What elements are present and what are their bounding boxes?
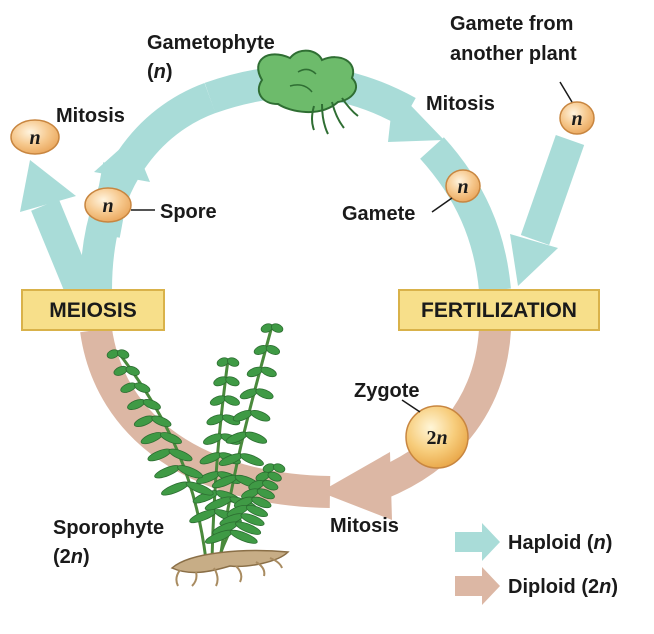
- svg-text:n: n: [457, 176, 468, 198]
- mitosis-top-left-label: Mitosis: [56, 105, 125, 127]
- sporophyte-ploidy-label: (2n): [53, 546, 90, 568]
- fern-leaflet: [256, 488, 275, 500]
- fern-leaflet: [262, 480, 279, 491]
- fern-leaflet: [267, 471, 282, 482]
- mitosis-haploid-cell: n: [10, 119, 60, 155]
- meiosis-label: MEIOSIS: [49, 299, 137, 322]
- fern-leaflet: [251, 496, 272, 509]
- other-plant-gamete-cell: n: [559, 101, 595, 135]
- sporophyte-illustration: [106, 323, 290, 587]
- legend: Haploid (n) Diploid (2n): [455, 523, 618, 605]
- fern-leaflet: [246, 366, 263, 378]
- fern-leaflet: [260, 366, 277, 378]
- gametophyte-label: Gametophyte: [147, 32, 275, 54]
- mitosis-top-right-label: Mitosis: [426, 93, 495, 115]
- fern-leaflet: [225, 376, 240, 387]
- gametophyte-illustration: [257, 49, 359, 135]
- haploid-arrowhead-mitosis: [20, 160, 76, 212]
- fern-leaflet: [177, 465, 204, 479]
- fertilization-box: FERTILIZATION: [398, 289, 600, 331]
- fern-leaflet: [161, 481, 189, 496]
- diploid-swatch: [455, 567, 500, 605]
- svg-text:n: n: [102, 195, 113, 217]
- fern-leaflet: [265, 345, 281, 355]
- sporophyte-fronds: [106, 323, 286, 544]
- fern-leaflet: [240, 513, 265, 526]
- fern-leaflet: [239, 453, 264, 466]
- haploid-legend-label: Haploid (n): [508, 532, 612, 554]
- fern-leaflet: [206, 414, 225, 426]
- fern-leaflet: [255, 388, 274, 400]
- zygote-leader-line: [401, 399, 421, 413]
- fern-leaflet: [151, 415, 172, 428]
- gamete-label: Gamete: [342, 203, 415, 225]
- fern-leaflet: [142, 399, 161, 410]
- fern-leaflet: [245, 504, 268, 518]
- fertilization-label: FERTILIZATION: [421, 299, 577, 322]
- fern-leaflet: [223, 395, 240, 406]
- fern-leaflet: [245, 431, 268, 444]
- spore-label: Spore: [160, 201, 217, 223]
- fern-leaflet: [239, 388, 258, 400]
- fern-leaflet: [134, 382, 151, 393]
- gametophyte-ploidy-label: (n): [147, 61, 173, 83]
- fern-leaflet: [222, 414, 241, 426]
- spore-cell: n: [84, 187, 132, 223]
- haploid-cycle-arc: [20, 65, 585, 296]
- meiosis-box: MEIOSIS: [21, 289, 165, 331]
- fern-leaflet: [272, 463, 286, 473]
- fern-leaflet: [185, 481, 214, 496]
- fern-leaflet: [125, 365, 140, 376]
- fern-leaflet: [159, 432, 182, 445]
- diploid-legend-label: Diploid (2n): [508, 576, 618, 598]
- zygote-cell: 2n: [405, 405, 469, 469]
- svg-text:n: n: [571, 108, 582, 130]
- svg-text:n: n: [29, 127, 40, 149]
- fern-leaflet: [116, 349, 130, 359]
- gamete-leader-line: [431, 197, 453, 213]
- fern-leaflet: [209, 395, 227, 406]
- fern-leaflet: [168, 448, 193, 462]
- diploid-arrowhead: [320, 452, 392, 520]
- svg-text:2n: 2n: [426, 427, 447, 449]
- fern-leaflet: [229, 529, 258, 544]
- fern-leaflet: [270, 323, 284, 333]
- sporophyte-label: Sporophyte: [53, 517, 164, 539]
- fern-leaflet: [250, 410, 271, 422]
- mitosis-bottom-label: Mitosis: [330, 515, 399, 537]
- fern-leaflet: [235, 521, 262, 535]
- zygote-label: Zygote: [354, 380, 420, 402]
- legend-diploid: Diploid (2n): [455, 567, 618, 605]
- gamete-other-plant-label-line2: another plant: [450, 43, 577, 65]
- gamete-cell: n: [445, 169, 481, 203]
- fern-leaflet: [203, 433, 224, 445]
- fern-leaflet: [232, 410, 253, 422]
- haploid-arrowhead-spore: [94, 138, 150, 182]
- haploid-arrowhead-incoming-gamete: [510, 234, 558, 286]
- haploid-arrowhead-top: [388, 88, 444, 142]
- fern-leaflet: [226, 357, 240, 367]
- fern-leaflet: [154, 465, 181, 479]
- gamete-other-plant-label-line1: Gamete from: [450, 13, 573, 35]
- legend-haploid: Haploid (n): [455, 523, 612, 561]
- haploid-swatch: [455, 523, 500, 561]
- other-gamete-leader-line: [559, 81, 573, 103]
